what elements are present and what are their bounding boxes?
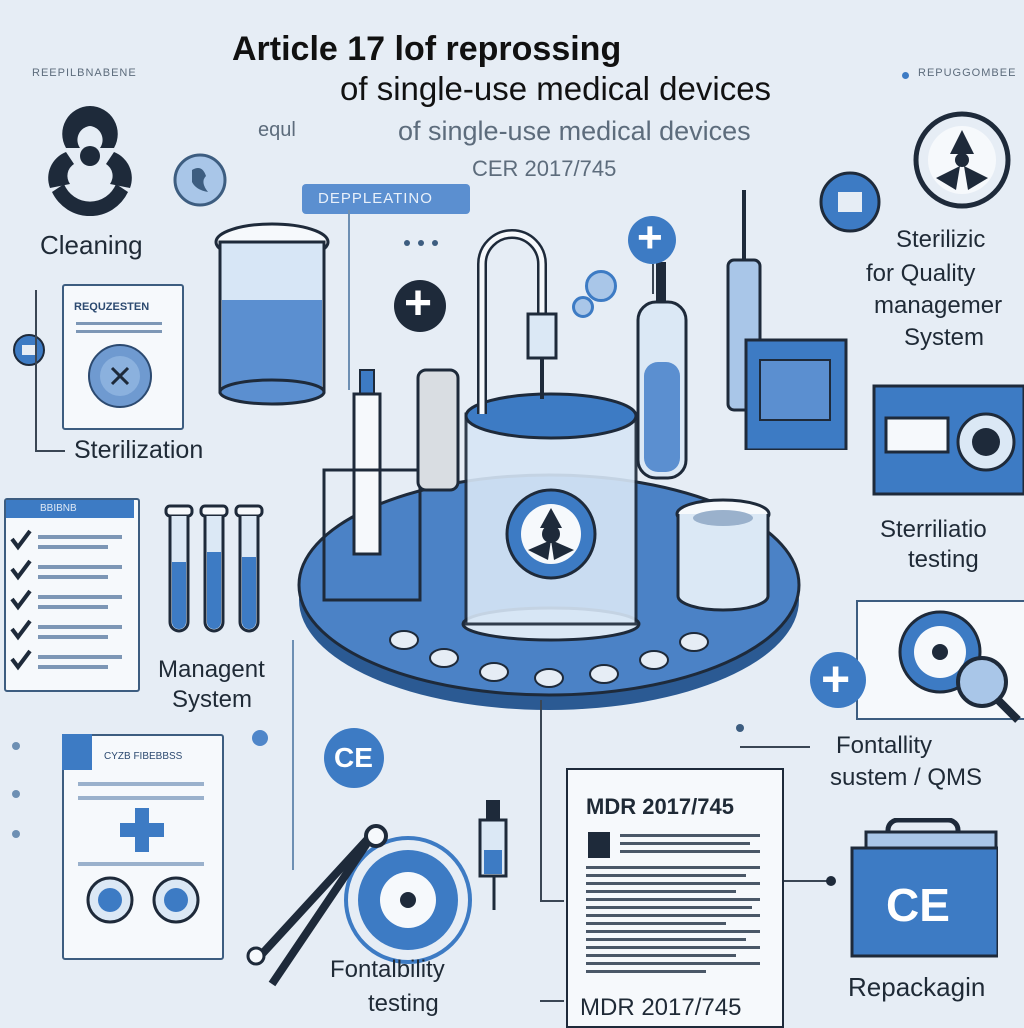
mdr-heading: MDR 2017/745: [586, 794, 734, 819]
connector-line: [292, 640, 294, 870]
fontality-label-1: Fontallity: [836, 732, 933, 759]
sterrilatio-label-1: Sterriliatio: [880, 516, 987, 543]
connector-line: [652, 264, 654, 294]
plus-badge-right: [810, 652, 866, 708]
dispenser-arm: [477, 229, 558, 414]
connector-line: [540, 700, 542, 900]
vial-icon: [478, 800, 508, 910]
plus-symbol-blue: +: [637, 213, 663, 262]
doc-line: [78, 796, 204, 800]
test-tubes-icon: [164, 504, 264, 633]
seal-icon: [88, 344, 152, 408]
plus-badge-blue: [628, 216, 676, 264]
form-corner: [62, 734, 92, 770]
subtitle: of single-use medical devices: [398, 116, 751, 146]
regulation-label: CER 2017/745: [472, 156, 617, 181]
reprocessing-beaker: [461, 392, 641, 642]
cleaning-label: Cleaning: [40, 230, 143, 260]
plus-badge: [394, 280, 446, 332]
top-right-tag: REPUGGOMBEE: [918, 67, 1017, 79]
managent-label-2: System: [172, 686, 253, 713]
connector-line: [740, 746, 810, 748]
glass-jar: [214, 222, 330, 406]
fontality-label-2: sustem / QMS: [830, 764, 983, 791]
forceps-biohazard-icon: [246, 824, 472, 987]
medical-cross-icon: [120, 808, 164, 852]
checklist-header: [6, 500, 134, 518]
center-badge: [302, 184, 470, 214]
top-left-tag: REEPILBNABENE: [32, 67, 137, 79]
dot: [432, 240, 438, 246]
form-seal-icons: [86, 876, 200, 924]
subtitle-prefix: equl: [258, 119, 296, 141]
dot: [736, 724, 744, 732]
repackaging-bag-icon: [850, 818, 998, 958]
sterrilatio-label-2: testing: [908, 546, 979, 573]
dot: [826, 876, 836, 886]
biohazard-icon: [48, 106, 132, 216]
magnifier-biohazard-icon: [898, 610, 1021, 723]
connector-line: [35, 290, 37, 450]
sterilization-label: Sterilization: [74, 436, 204, 464]
connector-line: [348, 210, 350, 390]
doc-line: [76, 322, 162, 325]
dot: [404, 240, 410, 246]
ce-mark-small: CE: [334, 742, 373, 773]
bubble: [585, 270, 617, 302]
sterilizic-label-4: System: [904, 324, 985, 351]
ce-badge: [324, 728, 384, 788]
gauge-icon: [819, 171, 881, 233]
mdr-marker: [588, 832, 610, 858]
managent-label-1: Managent: [158, 656, 265, 683]
syringe-device: [726, 190, 848, 450]
connector-line: [540, 1000, 564, 1002]
sterilizer-machine: [872, 384, 1024, 496]
sterilizic-label-2: for Quality: [866, 260, 976, 287]
sterilizic-label-1: Sterilizic: [896, 226, 986, 253]
dot: [12, 830, 20, 838]
connector-line: [770, 880, 832, 882]
repackaging-label: Repackagin: [848, 972, 986, 1002]
radiation-badge-icon: [913, 111, 1011, 209]
bubble: [572, 296, 594, 318]
document-badge-icon: [13, 334, 45, 366]
syringe-tube: [636, 262, 688, 480]
connector-line: [35, 450, 65, 452]
doc-line: [76, 330, 162, 333]
requirements-heading: REQUZESTEN: [74, 301, 150, 313]
connector-line: [540, 900, 564, 902]
mdr-text-lines: [586, 834, 760, 973]
dot: [252, 730, 268, 746]
plus-symbol-right: +: [821, 651, 851, 707]
checklist-items: [10, 529, 122, 671]
mesh-cup: [675, 498, 771, 612]
medal-icon: [173, 153, 227, 207]
form-heading: CYZB FIBEBBSS: [104, 751, 183, 762]
stand-with-flasks: [322, 368, 460, 602]
mdr-footer: MDR 2017/745: [580, 994, 742, 1021]
title-line-1: Article 17 lof reprossing: [232, 30, 622, 68]
doc-line: [78, 782, 204, 786]
header-dot: [902, 72, 909, 79]
title-line-2: of single-use medical devices: [340, 70, 772, 107]
fontalbility-label-2: testing: [368, 990, 439, 1017]
dot: [12, 742, 20, 750]
ce-mark-large: CE: [886, 879, 950, 931]
dot: [418, 240, 424, 246]
sterilizic-label-3: managemer: [874, 292, 1003, 319]
checklist-heading: BBIBNB: [40, 503, 77, 514]
plus-symbol: +: [404, 277, 433, 330]
doc-line: [78, 862, 204, 866]
fontalbility-label-1: Fontalbility: [330, 956, 445, 983]
dot: [12, 790, 20, 798]
center-badge-label: DEPPLEATINO: [318, 190, 433, 207]
